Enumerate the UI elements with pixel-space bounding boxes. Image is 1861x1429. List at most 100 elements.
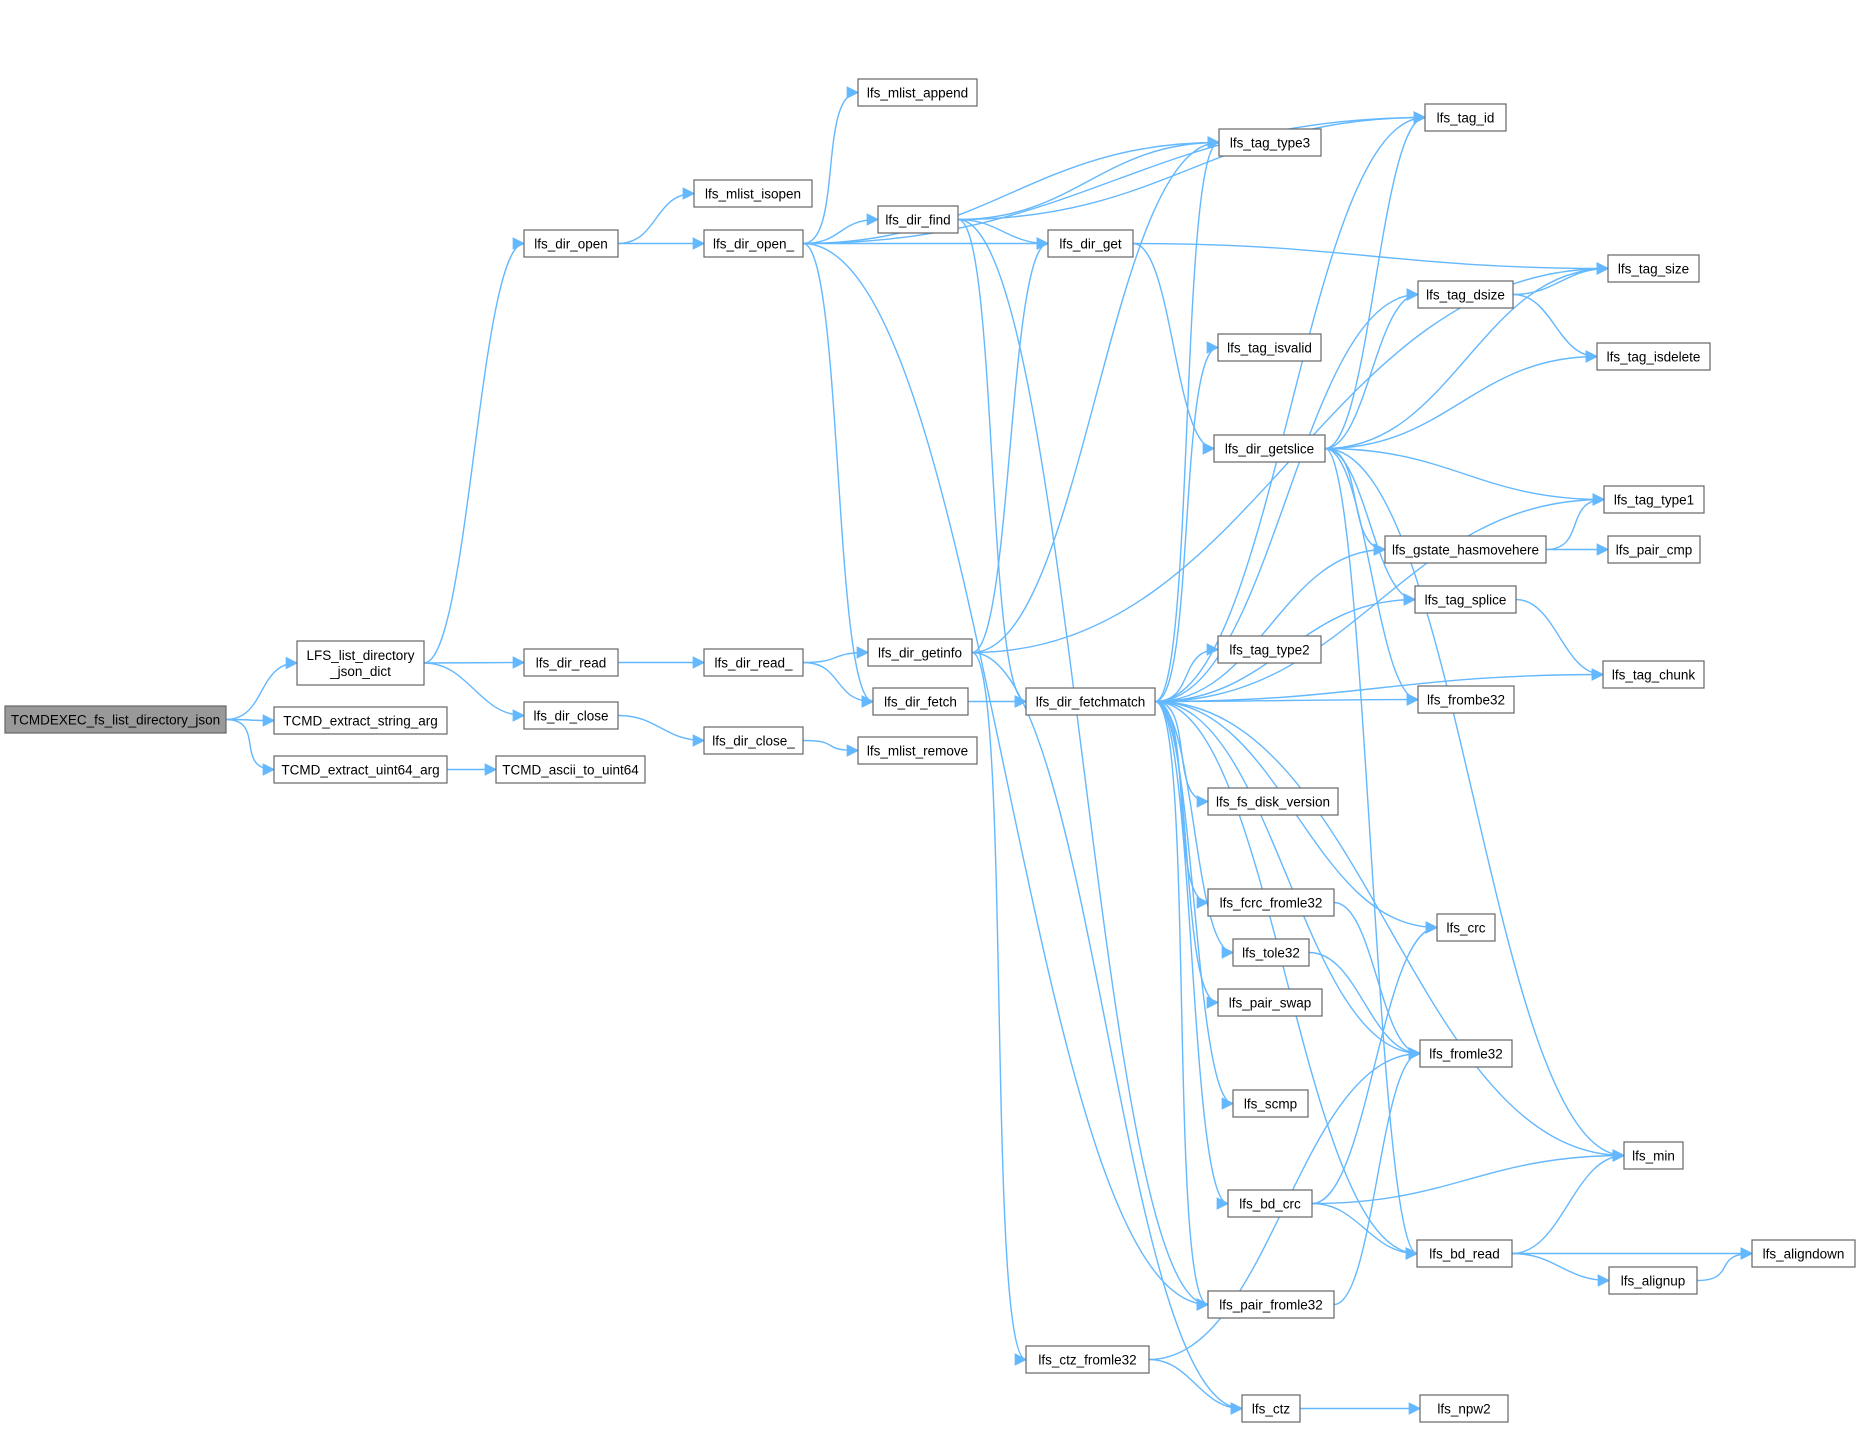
node-crc[interactable]: lfs_crc: [1436, 913, 1496, 942]
node-box: [703, 648, 804, 677]
node-dir-open[interactable]: lfs_dir_open: [523, 229, 619, 258]
node-bd-crc[interactable]: lfs_bd_crc: [1227, 1189, 1313, 1218]
node-dir-getinfo[interactable]: lfs_dir_getinfo: [867, 638, 973, 667]
node-box: [1218, 128, 1322, 157]
node-dir-read[interactable]: lfs_dir_read: [523, 648, 619, 677]
node-pair-fromle32[interactable]: lfs_pair_fromle32: [1207, 1290, 1335, 1319]
edge-dir_fetchmatch-to-tag_dsize: [1154, 288, 1420, 703]
node-box: [1608, 1266, 1698, 1295]
edge-dir_open-to-mlist_isopen: [617, 187, 696, 245]
edge-dir_fetchmatch-to-tole32: [1154, 700, 1235, 959]
node-label: lfs_alignup: [1621, 1274, 1686, 1289]
node-label: lfs_dir_find: [885, 213, 950, 228]
edge-dir_find-to-tag_type3: [957, 136, 1221, 221]
node-mlist-remove[interactable]: lfs_mlist_remove: [857, 736, 978, 765]
node-dir-read-[interactable]: lfs_dir_read_: [703, 648, 804, 677]
node-label: lfs_tole32: [1242, 946, 1300, 961]
node-dir-fetch[interactable]: lfs_dir_fetch: [872, 687, 969, 716]
edge-lfs_list_json-to-dir_read: [423, 656, 526, 669]
node-gstate-hasmovehere[interactable]: lfs_gstate_hasmovehere: [1384, 535, 1547, 564]
node-dir-get[interactable]: lfs_dir_get: [1047, 229, 1134, 258]
node-box: [867, 638, 973, 667]
node-box: [1623, 1141, 1684, 1170]
node-pair-cmp[interactable]: lfs_pair_cmp: [1607, 535, 1701, 564]
node-tag-size[interactable]: lfs_tag_size: [1607, 254, 1700, 283]
node-tag-type3[interactable]: lfs_tag_type3: [1218, 128, 1322, 157]
node-label: lfs_aligndown: [1763, 1247, 1845, 1262]
node-label: lfs_dir_getinfo: [878, 646, 962, 661]
node-label: lfs_dir_fetchmatch: [1036, 695, 1146, 710]
edge-dir_find-to-tag_id: [957, 111, 1427, 221]
node-dir-fetchmatch[interactable]: lfs_dir_fetchmatch: [1025, 687, 1156, 716]
node-box: [1436, 913, 1496, 942]
node-label: lfs_tag_dsize: [1426, 288, 1505, 303]
node-box: [1607, 535, 1701, 564]
node-bd-read[interactable]: lfs_bd_read: [1416, 1239, 1513, 1268]
node-label: TCMD_ascii_to_uint64: [502, 763, 639, 778]
node-lfs-list-json[interactable]: LFS_list_directory_json_dict: [296, 640, 425, 686]
node-tag-isdelete[interactable]: lfs_tag_isdelete: [1596, 342, 1711, 371]
node-pair-swap[interactable]: lfs_pair_swap: [1217, 988, 1323, 1017]
edge-bd_crc-to-crc: [1311, 921, 1439, 1205]
edge-tag_dsize-to-tag_size: [1512, 262, 1610, 296]
edge-bd_crc-to-min: [1311, 1149, 1626, 1205]
node-box: [1751, 1239, 1856, 1268]
node-tag-type2[interactable]: lfs_tag_type2: [1217, 635, 1322, 664]
node-dir-getslice[interactable]: lfs_dir_getslice: [1213, 434, 1326, 463]
node-dir-close[interactable]: lfs_dir_close: [523, 701, 619, 730]
edge-dir_open_-to-mlist_append: [802, 86, 860, 245]
node-box: [1416, 1239, 1513, 1268]
node-tcmd-ascii[interactable]: TCMD_ascii_to_uint64: [495, 755, 646, 784]
node-box: [1207, 787, 1339, 816]
node-ctz-fromle32[interactable]: lfs_ctz_fromle32: [1025, 1345, 1150, 1374]
node-tag-dsize[interactable]: lfs_tag_dsize: [1417, 280, 1514, 309]
node-box: [1207, 1290, 1335, 1319]
node-frombe32[interactable]: lfs_frombe32: [1417, 685, 1515, 714]
node-root[interactable]: TCMDEXEC_fs_list_directory_json: [4, 705, 227, 734]
edge-bd_read-to-min: [1511, 1149, 1626, 1255]
edge-ctz_fromle32-to-ctz: [1148, 1358, 1244, 1415]
edge-dir_open_-to-dir_fetch: [802, 242, 875, 708]
node-mlist-append[interactable]: lfs_mlist_append: [857, 78, 978, 107]
node-label: lfs_dir_get: [1059, 237, 1122, 252]
edge-root-to-tcmd_uint64: [225, 718, 276, 776]
edge-dir_fetchmatch-to-bd_read: [1154, 700, 1419, 1260]
node-tag-id[interactable]: lfs_tag_id: [1424, 103, 1507, 132]
node-ctz[interactable]: lfs_ctz: [1241, 1394, 1301, 1423]
node-box: [523, 701, 619, 730]
node-alignup[interactable]: lfs_alignup: [1608, 1266, 1698, 1295]
node-tag-isvalid[interactable]: lfs_tag_isvalid: [1217, 333, 1322, 362]
node-dir-close-[interactable]: lfs_dir_close_: [703, 726, 804, 755]
edge-dir_find-to-dir_get: [957, 218, 1050, 250]
node-box: [703, 726, 804, 755]
node-label: lfs_gstate_hasmovehere: [1392, 543, 1539, 558]
node-label: lfs_min: [1632, 1149, 1675, 1164]
node-box: [273, 706, 448, 735]
node-tag-splice[interactable]: lfs_tag_splice: [1414, 585, 1517, 614]
node-scmp[interactable]: lfs_scmp: [1232, 1089, 1309, 1118]
node-tcmd-uint64[interactable]: TCMD_extract_uint64_arg: [273, 755, 448, 784]
edge-lfs_list_json-to-dir_open: [423, 237, 526, 664]
node-fs-disk-version[interactable]: lfs_fs_disk_version: [1207, 787, 1339, 816]
node-mlist-isopen[interactable]: lfs_mlist_isopen: [693, 179, 813, 208]
node-aligndown[interactable]: lfs_aligndown: [1751, 1239, 1856, 1268]
edge-dir_getslice-to-tag_isdelete: [1324, 350, 1599, 450]
node-tole32[interactable]: lfs_tole32: [1232, 938, 1310, 967]
node-label: lfs_tag_size: [1618, 262, 1689, 277]
node-tcmd-string[interactable]: TCMD_extract_string_arg: [273, 706, 448, 735]
node-box: [1217, 635, 1322, 664]
node-box: [703, 229, 804, 258]
node-fcrc-fromle32[interactable]: lfs_fcrc_fromle32: [1207, 888, 1335, 917]
edge-dir_close_-to-mlist_remove: [802, 739, 860, 757]
node-label: LFS_list_directory: [306, 648, 414, 663]
node-dir-find[interactable]: lfs_dir_find: [877, 205, 959, 234]
node-min[interactable]: lfs_min: [1623, 1141, 1684, 1170]
edge-dir_getinfo-to-ctz: [971, 651, 1244, 1415]
node-tag-type1[interactable]: lfs_tag_type1: [1603, 485, 1705, 514]
node-fromle32[interactable]: lfs_fromle32: [1419, 1039, 1513, 1068]
node-label: lfs_mlist_remove: [867, 744, 968, 759]
node-dir-open-[interactable]: lfs_dir_open_: [703, 229, 804, 258]
node-npw2[interactable]: lfs_npw2: [1419, 1394, 1509, 1423]
node-box: [523, 648, 619, 677]
node-tag-chunk[interactable]: lfs_tag_chunk: [1602, 660, 1705, 689]
